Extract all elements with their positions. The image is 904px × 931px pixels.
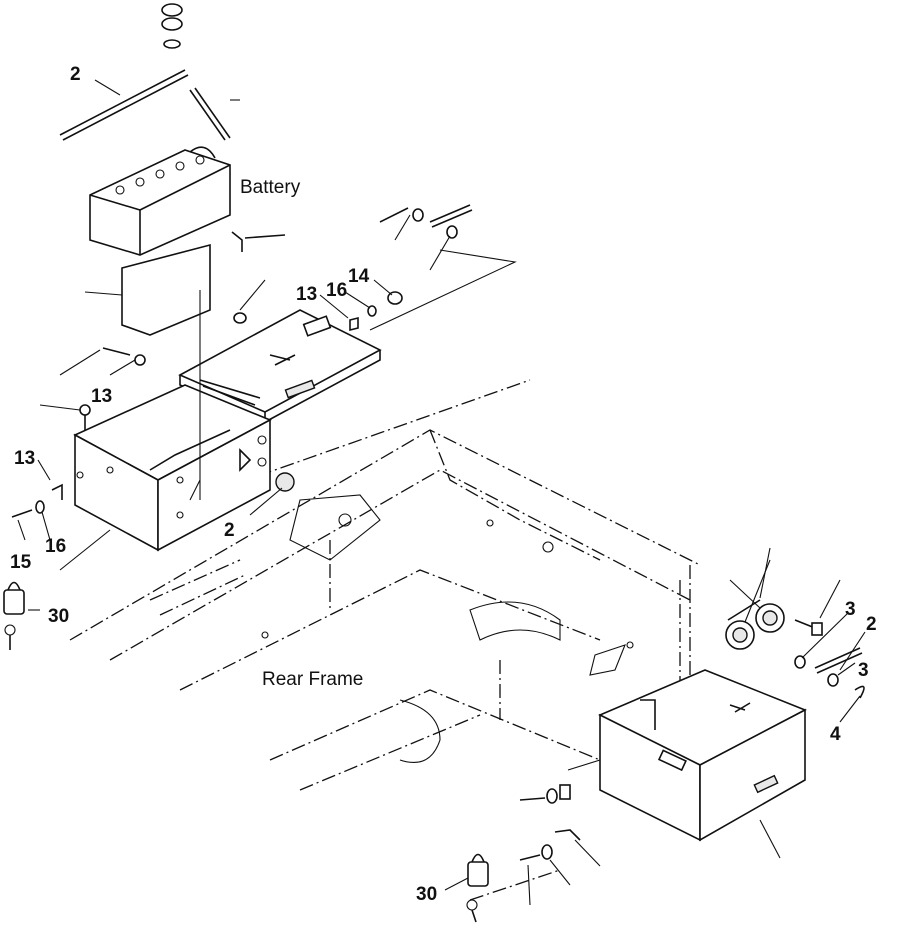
- callout-4: 4: [830, 724, 841, 745]
- right-bolt: [794, 619, 823, 636]
- right-pin: [814, 647, 865, 699]
- battery-unit: [89, 146, 231, 256]
- padlock-left: [3, 581, 25, 650]
- callout-30-bottom: 30: [416, 884, 437, 905]
- leader-lines: [17, 79, 866, 906]
- callout-13-washer: 13: [91, 386, 112, 407]
- callout-14-upper: 14: [348, 266, 370, 287]
- callout-2-top: 2: [70, 64, 81, 85]
- padlock-bottom: [466, 853, 489, 923]
- callout-15: 15: [10, 552, 32, 573]
- callout-13-left: 13: [14, 448, 35, 469]
- label-battery: Battery: [240, 177, 301, 198]
- tool-box: [598, 669, 807, 842]
- callout-13-upper: 13: [296, 284, 317, 305]
- hold-down-bar: [59, 69, 231, 141]
- callout-2-mid: 2: [224, 520, 235, 541]
- callout-16-left: 16: [45, 536, 66, 557]
- battery-cover: [121, 243, 211, 336]
- terminal-bolt: [231, 231, 286, 252]
- callout-30-left: 30: [48, 606, 69, 627]
- callout-2-right: 2: [866, 614, 877, 635]
- socket-assembly: [725, 599, 785, 650]
- upper-hardware: [11, 204, 473, 518]
- lower-fasteners: [519, 784, 581, 861]
- callout-numbers: 2 13 16 14 13 13 15 16 2 30 3 2 3 4 30: [10, 64, 877, 905]
- callout-16-upper: 16: [326, 280, 347, 301]
- callout-3-right-top: 3: [845, 599, 856, 620]
- callout-3-right-bottom: 3: [858, 660, 869, 681]
- diagram-labels: Battery Rear Frame: [240, 177, 363, 690]
- right-washer: [794, 655, 806, 669]
- label-rear-frame: Rear Frame: [262, 669, 363, 690]
- rear-frame: [69, 379, 701, 901]
- battery-box: [73, 384, 272, 552]
- top-nut-stack: [161, 3, 183, 49]
